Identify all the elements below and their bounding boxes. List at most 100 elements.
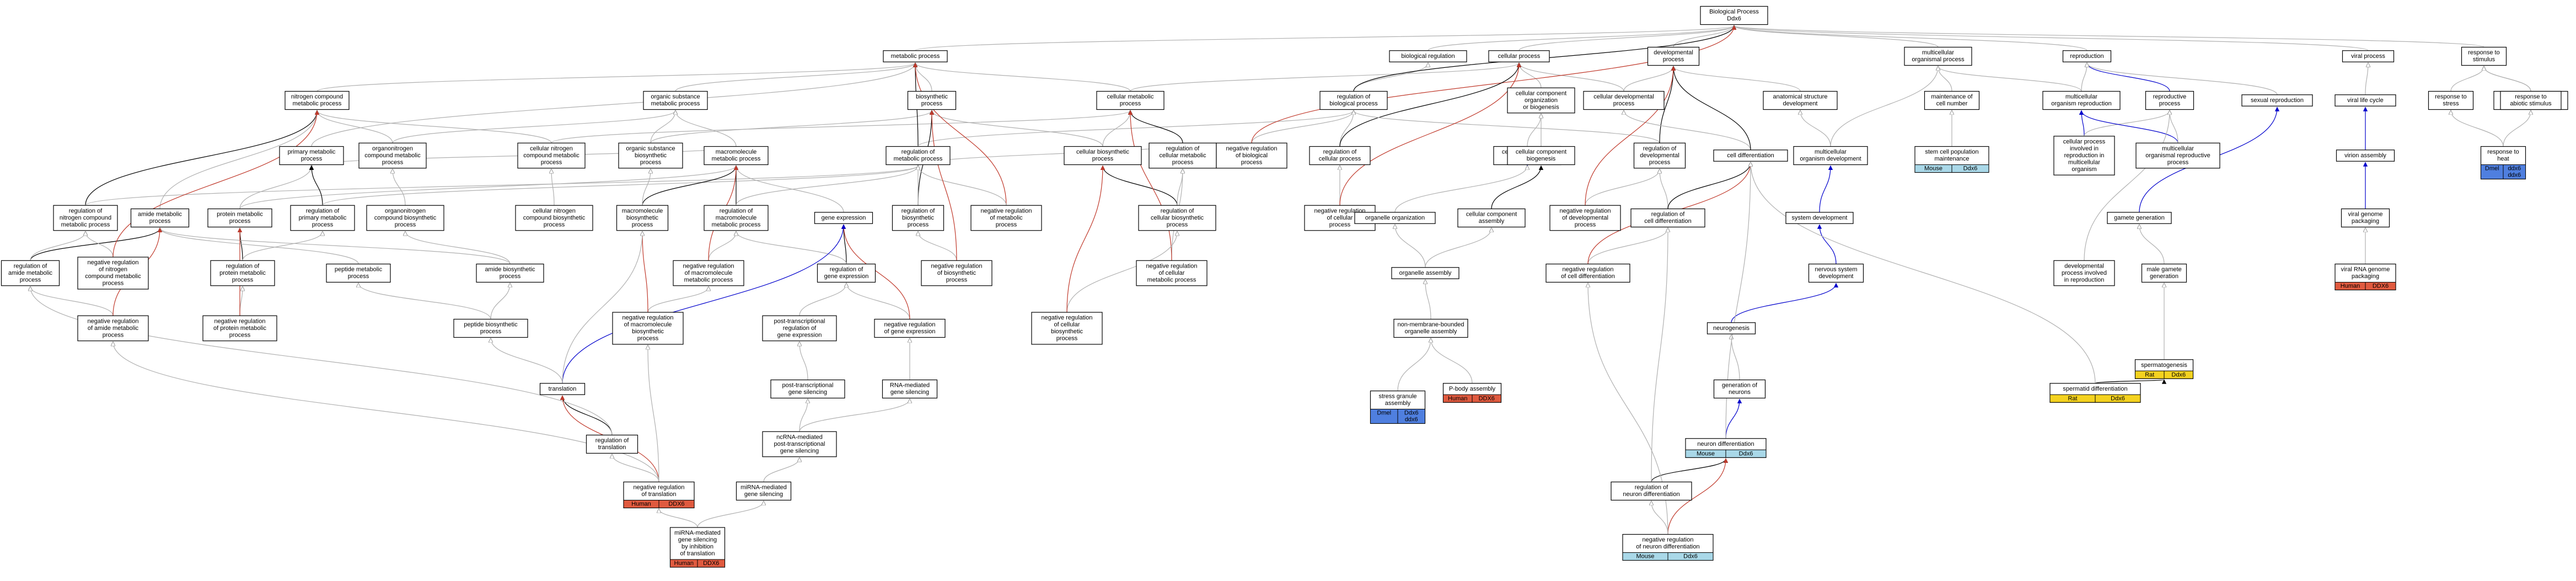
- go-term-virion[interactable]: virion assembly: [2336, 150, 2395, 162]
- go-term-sexrep[interactable]: sexual reproduction: [2241, 94, 2313, 106]
- go-term-sysdev[interactable]: system development: [1785, 212, 1854, 224]
- go-term-organelleorg[interactable]: organelle organization: [1354, 212, 1436, 224]
- go-term-geneexp[interactable]: gene expression: [814, 212, 873, 224]
- go-term-neurogenesis[interactable]: neurogenesis: [1706, 322, 1756, 334]
- go-term-reprod[interactable]: reproduction: [2062, 50, 2112, 62]
- go-term-organelleasm[interactable]: organelle assembly: [1391, 267, 1459, 279]
- go-term-viralproc[interactable]: viral process: [2342, 50, 2395, 62]
- go-term-virallife[interactable]: viral life cycle: [2334, 94, 2396, 106]
- go-term-celldiff[interactable]: cell differentiation: [1713, 150, 1788, 162]
- go-term-cellular[interactable]: cellular process: [1488, 50, 1550, 62]
- go-term-gametegen[interactable]: gamete generation: [2107, 212, 2172, 224]
- go-term-metab[interactable]: metabolic process: [883, 50, 948, 62]
- go-term-bioreg[interactable]: biological regulation: [1389, 50, 1467, 62]
- go-term-translation[interactable]: translation: [539, 383, 586, 395]
